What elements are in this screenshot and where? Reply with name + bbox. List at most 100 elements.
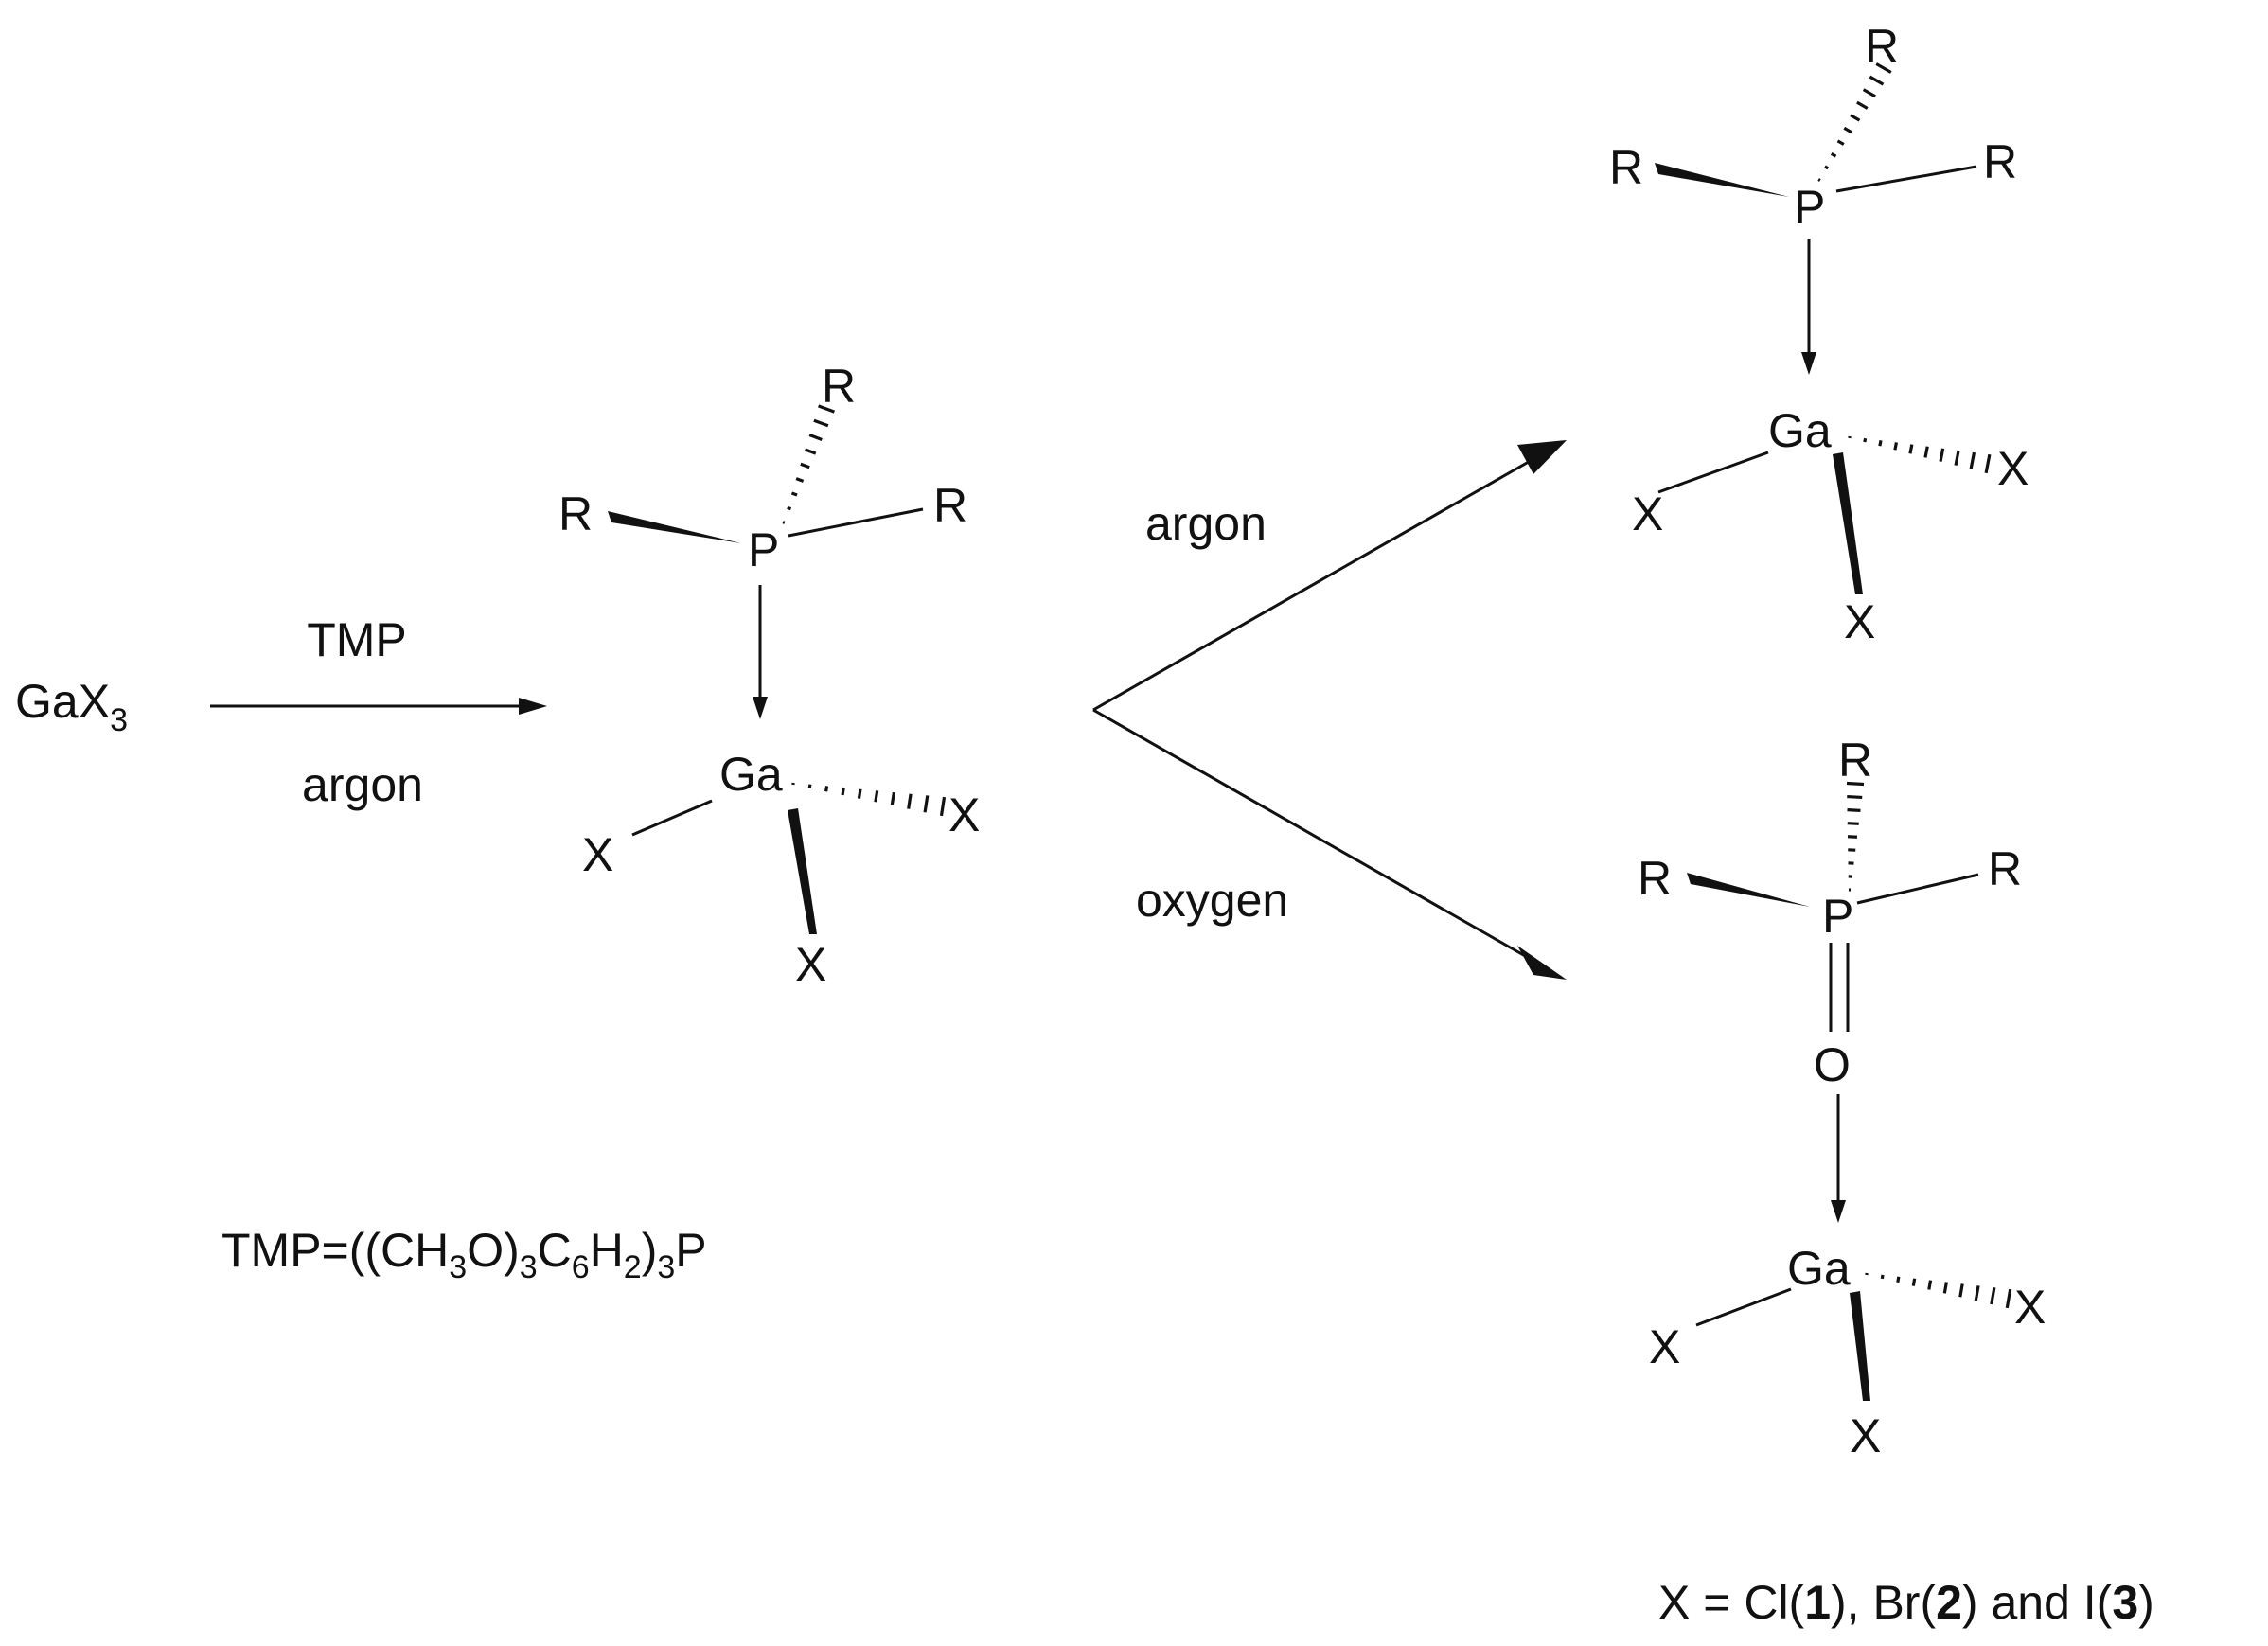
wedge-bond (788, 808, 817, 934)
hash-stroke (923, 795, 930, 813)
hash-stroke (841, 787, 845, 796)
atom-x-left: X (1649, 1320, 1680, 1373)
hash-stroke (824, 786, 829, 792)
product-phosphine-complex: R R R P Ga X X X (1609, 20, 2029, 648)
hash-stroke (1847, 808, 1861, 812)
reactant-symbol: GaX (15, 675, 110, 728)
hash-stroke (1850, 114, 1861, 122)
branch-arrowhead-top (1517, 440, 1567, 474)
hash-stroke (1954, 450, 1960, 466)
hash-stroke (1824, 165, 1829, 170)
step1-atmosphere: argon (302, 758, 423, 811)
atom-ga: Ga (719, 748, 783, 801)
atom-r-top: R (1838, 734, 1872, 787)
hash-stroke (1927, 1280, 1933, 1290)
hash-stroke (1847, 794, 1863, 800)
hash-stroke (818, 404, 835, 414)
hash-stroke (1847, 822, 1859, 825)
reactant-label: GaX3 (15, 675, 128, 738)
atom-p: P (1822, 890, 1853, 943)
atom-ga: Ga (1768, 404, 1832, 457)
intermediate-bonds (608, 404, 947, 934)
hash-stroke (1908, 444, 1914, 454)
hash-stroke (787, 505, 792, 511)
intermediate-complex: R R R P Ga X X X (558, 360, 980, 991)
atom-x-bottom: X (1850, 1409, 1881, 1462)
hash-stroke (1856, 100, 1869, 110)
hash-stroke (1830, 152, 1837, 158)
hash-stroke (1846, 781, 1865, 787)
hash-stroke (813, 418, 829, 428)
hash-stroke (1863, 437, 1868, 443)
atom-r-left: R (558, 487, 593, 540)
hash-stroke (1974, 1285, 1980, 1301)
wedge-bond (1833, 452, 1863, 594)
hashed-bond (1846, 781, 1865, 892)
hash-stroke (1942, 1282, 1948, 1294)
hash-stroke (1875, 62, 1892, 74)
hash-stroke (1923, 446, 1929, 458)
branch-arrowhead-bottom (1517, 946, 1567, 980)
atom-x-right: X (1997, 442, 2029, 495)
atom-ga: Ga (1787, 1242, 1851, 1295)
atom-r-top: R (822, 360, 856, 413)
atom-x-right: X (2014, 1281, 2046, 1334)
hash-stroke (782, 521, 786, 524)
atom-r-left: R (1638, 852, 1672, 905)
hash-stroke (2005, 1288, 2012, 1309)
hash-stroke (939, 796, 947, 817)
atom-x-bottom: X (795, 938, 826, 991)
hash-stroke (1896, 1276, 1901, 1283)
hash-stroke (1893, 442, 1898, 451)
atom-r-right: R (1988, 842, 2022, 895)
hash-stroke (907, 793, 913, 809)
atom-x-left: X (582, 828, 613, 881)
hashed-bond (782, 404, 835, 524)
hash-stroke (1869, 75, 1885, 86)
hash-stroke (1817, 178, 1821, 182)
hash-stroke (790, 491, 798, 497)
dative-arrowhead (1801, 352, 1816, 375)
hash-stroke (1862, 88, 1876, 98)
hashed-bond (791, 782, 947, 817)
step1-arrow (210, 698, 547, 715)
product-phosphine-oxide-complex: R R R P O Ga X X X (1638, 734, 2046, 1462)
tmp-definition: TMP=((CH3O)3C6H2)3P (221, 1224, 707, 1285)
atom-o: O (1814, 1038, 1851, 1091)
atom-r-top: R (1865, 20, 1899, 73)
branch-top-condition: argon (1145, 497, 1267, 550)
reactant-subscript: 3 (110, 702, 128, 738)
hash-stroke (1911, 1278, 1917, 1286)
wedge-bond (1687, 873, 1810, 907)
wedge-bond (608, 511, 741, 543)
reactant-gax3: GaX3 (15, 675, 128, 738)
hashed-bond (1817, 62, 1892, 182)
hash-stroke (1990, 1286, 1996, 1305)
atom-p: P (748, 523, 779, 576)
hash-stroke (1939, 448, 1945, 462)
hash-stroke (800, 462, 810, 469)
hash-stroke (807, 784, 812, 788)
hash-stroke (857, 788, 862, 799)
hash-stroke (795, 477, 805, 483)
hashed-bond (1848, 435, 1992, 474)
hash-stroke (1969, 451, 1976, 470)
dative-arrowhead (1831, 1200, 1846, 1223)
halide-legend: X = Cl(1), Br(2) and I(3) (1658, 1576, 2154, 1629)
wedge-bond (1850, 1291, 1870, 1401)
branch-arrows (1092, 440, 1567, 980)
atom-x-bottom: X (1844, 595, 1875, 648)
atom-r-right: R (933, 479, 967, 532)
dative-arrowhead (753, 697, 768, 719)
hash-stroke (1984, 453, 1992, 474)
hash-stroke (1847, 835, 1858, 839)
atom-p: P (1794, 181, 1825, 234)
branch-bottom-condition: oxygen (1136, 874, 1288, 927)
hash-stroke (1836, 139, 1845, 146)
hash-stroke (804, 448, 817, 455)
hash-stroke (808, 434, 823, 441)
hash-stroke (1843, 126, 1852, 134)
hashed-bond (1865, 1272, 2012, 1309)
hash-stroke (1878, 439, 1883, 447)
